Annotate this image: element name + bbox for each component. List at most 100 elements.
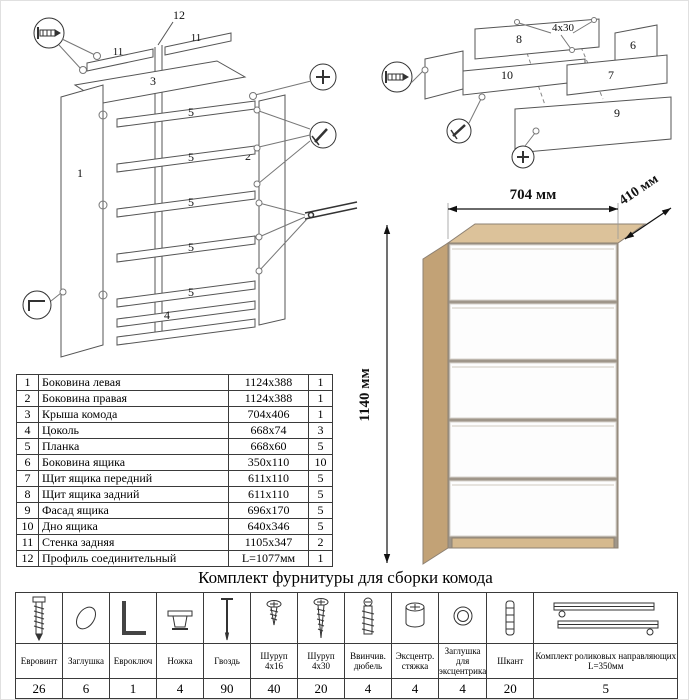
part-qty: 1 — [308, 550, 333, 567]
part-number: 5 — [16, 438, 39, 455]
part-number: 3 — [16, 406, 39, 423]
chest-plinth — [451, 537, 615, 549]
drawer-back-panel — [474, 18, 600, 60]
part-name: Крыша комода — [38, 406, 229, 423]
part-qty: 1 — [308, 374, 333, 391]
euroscrew-callout — [33, 17, 101, 74]
part-label-7: 7 — [608, 68, 614, 82]
part-number: 1 — [16, 374, 39, 391]
part-name: Дно ящика — [38, 518, 229, 535]
hexkey-icon — [122, 601, 146, 635]
part-number: 10 — [16, 518, 39, 535]
part-name: Планка — [38, 438, 229, 455]
hardware-names-row: Евровинт Заглушка Евроключ Ножка Гвоздь … — [15, 643, 679, 679]
part-number: 12 — [16, 550, 39, 567]
drawer-front-shield — [566, 54, 668, 96]
drawer-slides-icon — [553, 602, 659, 636]
part-size: 611x110 — [228, 486, 309, 503]
part-name: Боковина правая — [38, 390, 229, 407]
hardware-icon-cell — [391, 592, 439, 644]
leader-lines — [255, 199, 308, 275]
part-number: 2 — [16, 390, 39, 407]
screw-size-note: 4х30 — [552, 22, 575, 34]
part-name: Щит ящика задний — [38, 486, 229, 503]
drawer-facade — [514, 96, 672, 154]
hardware-qty: 40 — [250, 678, 298, 699]
drawer-front — [449, 480, 617, 537]
screw-callout — [253, 106, 337, 188]
height-dimension-label: 1140 мм — [357, 368, 373, 421]
part-label-5: 5 — [188, 195, 194, 209]
drawer-front — [449, 362, 617, 419]
drawer-slide-callout — [255, 199, 358, 275]
part-number: 4 — [16, 422, 39, 439]
part-size: 704x406 — [228, 406, 309, 423]
phillips-icon — [316, 70, 330, 84]
hardware-kit-table: Евровинт Заглушка Евроключ Ножка Гвоздь … — [15, 592, 679, 699]
part-size: 611x110 — [228, 470, 309, 487]
part-label-5: 5 — [188, 105, 194, 119]
phillips-callout — [511, 127, 540, 169]
hardware-icons-row — [15, 592, 679, 644]
hardware-qty: 6 — [62, 678, 110, 699]
part-qty: 2 — [308, 534, 333, 551]
hardware-name: Заглушка — [62, 643, 110, 679]
part-name: Профиль соединительный — [38, 550, 229, 567]
part-label-2: 2 — [245, 149, 251, 163]
hardware-name: Евроключ — [109, 643, 157, 679]
part-number: 8 — [16, 486, 39, 503]
leader-lines — [253, 106, 311, 188]
part-size: 696x170 — [228, 502, 309, 519]
part-label-9: 9 — [614, 106, 620, 120]
part-label-5: 5 — [188, 285, 194, 299]
part-name: Фасад ящика — [38, 502, 229, 519]
part-size: 1124x388 — [228, 374, 309, 391]
part-label-5: 5 — [188, 150, 194, 164]
part-name: Цоколь — [38, 422, 229, 439]
leader-lines — [50, 288, 67, 302]
screw-callout — [446, 93, 486, 144]
part-name: Щит ящика передний — [38, 470, 229, 487]
shelf-planks — [116, 100, 256, 308]
chest-top-panel — [446, 223, 647, 244]
back-wall-strips — [86, 32, 232, 72]
part-qty: 5 — [308, 502, 333, 519]
hardware-icon-cell — [344, 592, 392, 644]
cam-lock-icon — [405, 602, 425, 628]
part-number: 11 — [16, 534, 39, 551]
hardware-qty: 90 — [203, 678, 251, 699]
cam-cap-icon — [453, 606, 473, 626]
part-number: 9 — [16, 502, 39, 519]
screw-dowel-icon — [361, 597, 375, 635]
drawer-front — [449, 244, 617, 301]
part-label-12: 12 — [173, 8, 185, 22]
part-qty: 5 — [308, 470, 333, 487]
cap-icon — [75, 606, 97, 630]
screw-icon — [311, 128, 328, 146]
part-qty: 5 — [308, 486, 333, 503]
cabinet-exploded-diagram: 12 11 11 3 1 2 5 5 5 5 5 4 — [22, 8, 358, 358]
hardware-qty: 4 — [344, 678, 392, 699]
hardware-qty: 26 — [15, 678, 63, 699]
part-size: 1105x347 — [228, 534, 309, 551]
nail-icon — [221, 598, 233, 641]
part-label-6: 6 — [630, 38, 636, 52]
phillips-icon — [517, 151, 529, 163]
hardware-name: Шуруп 4х16 — [250, 643, 298, 679]
depth-dimension-label: 410 мм — [617, 171, 662, 208]
hardware-icon-cell — [109, 592, 157, 644]
part-label-10: 10 — [501, 68, 513, 82]
leader-lines — [249, 80, 312, 100]
screw-4x30-icon — [313, 598, 329, 639]
left-side-panel — [60, 84, 104, 358]
